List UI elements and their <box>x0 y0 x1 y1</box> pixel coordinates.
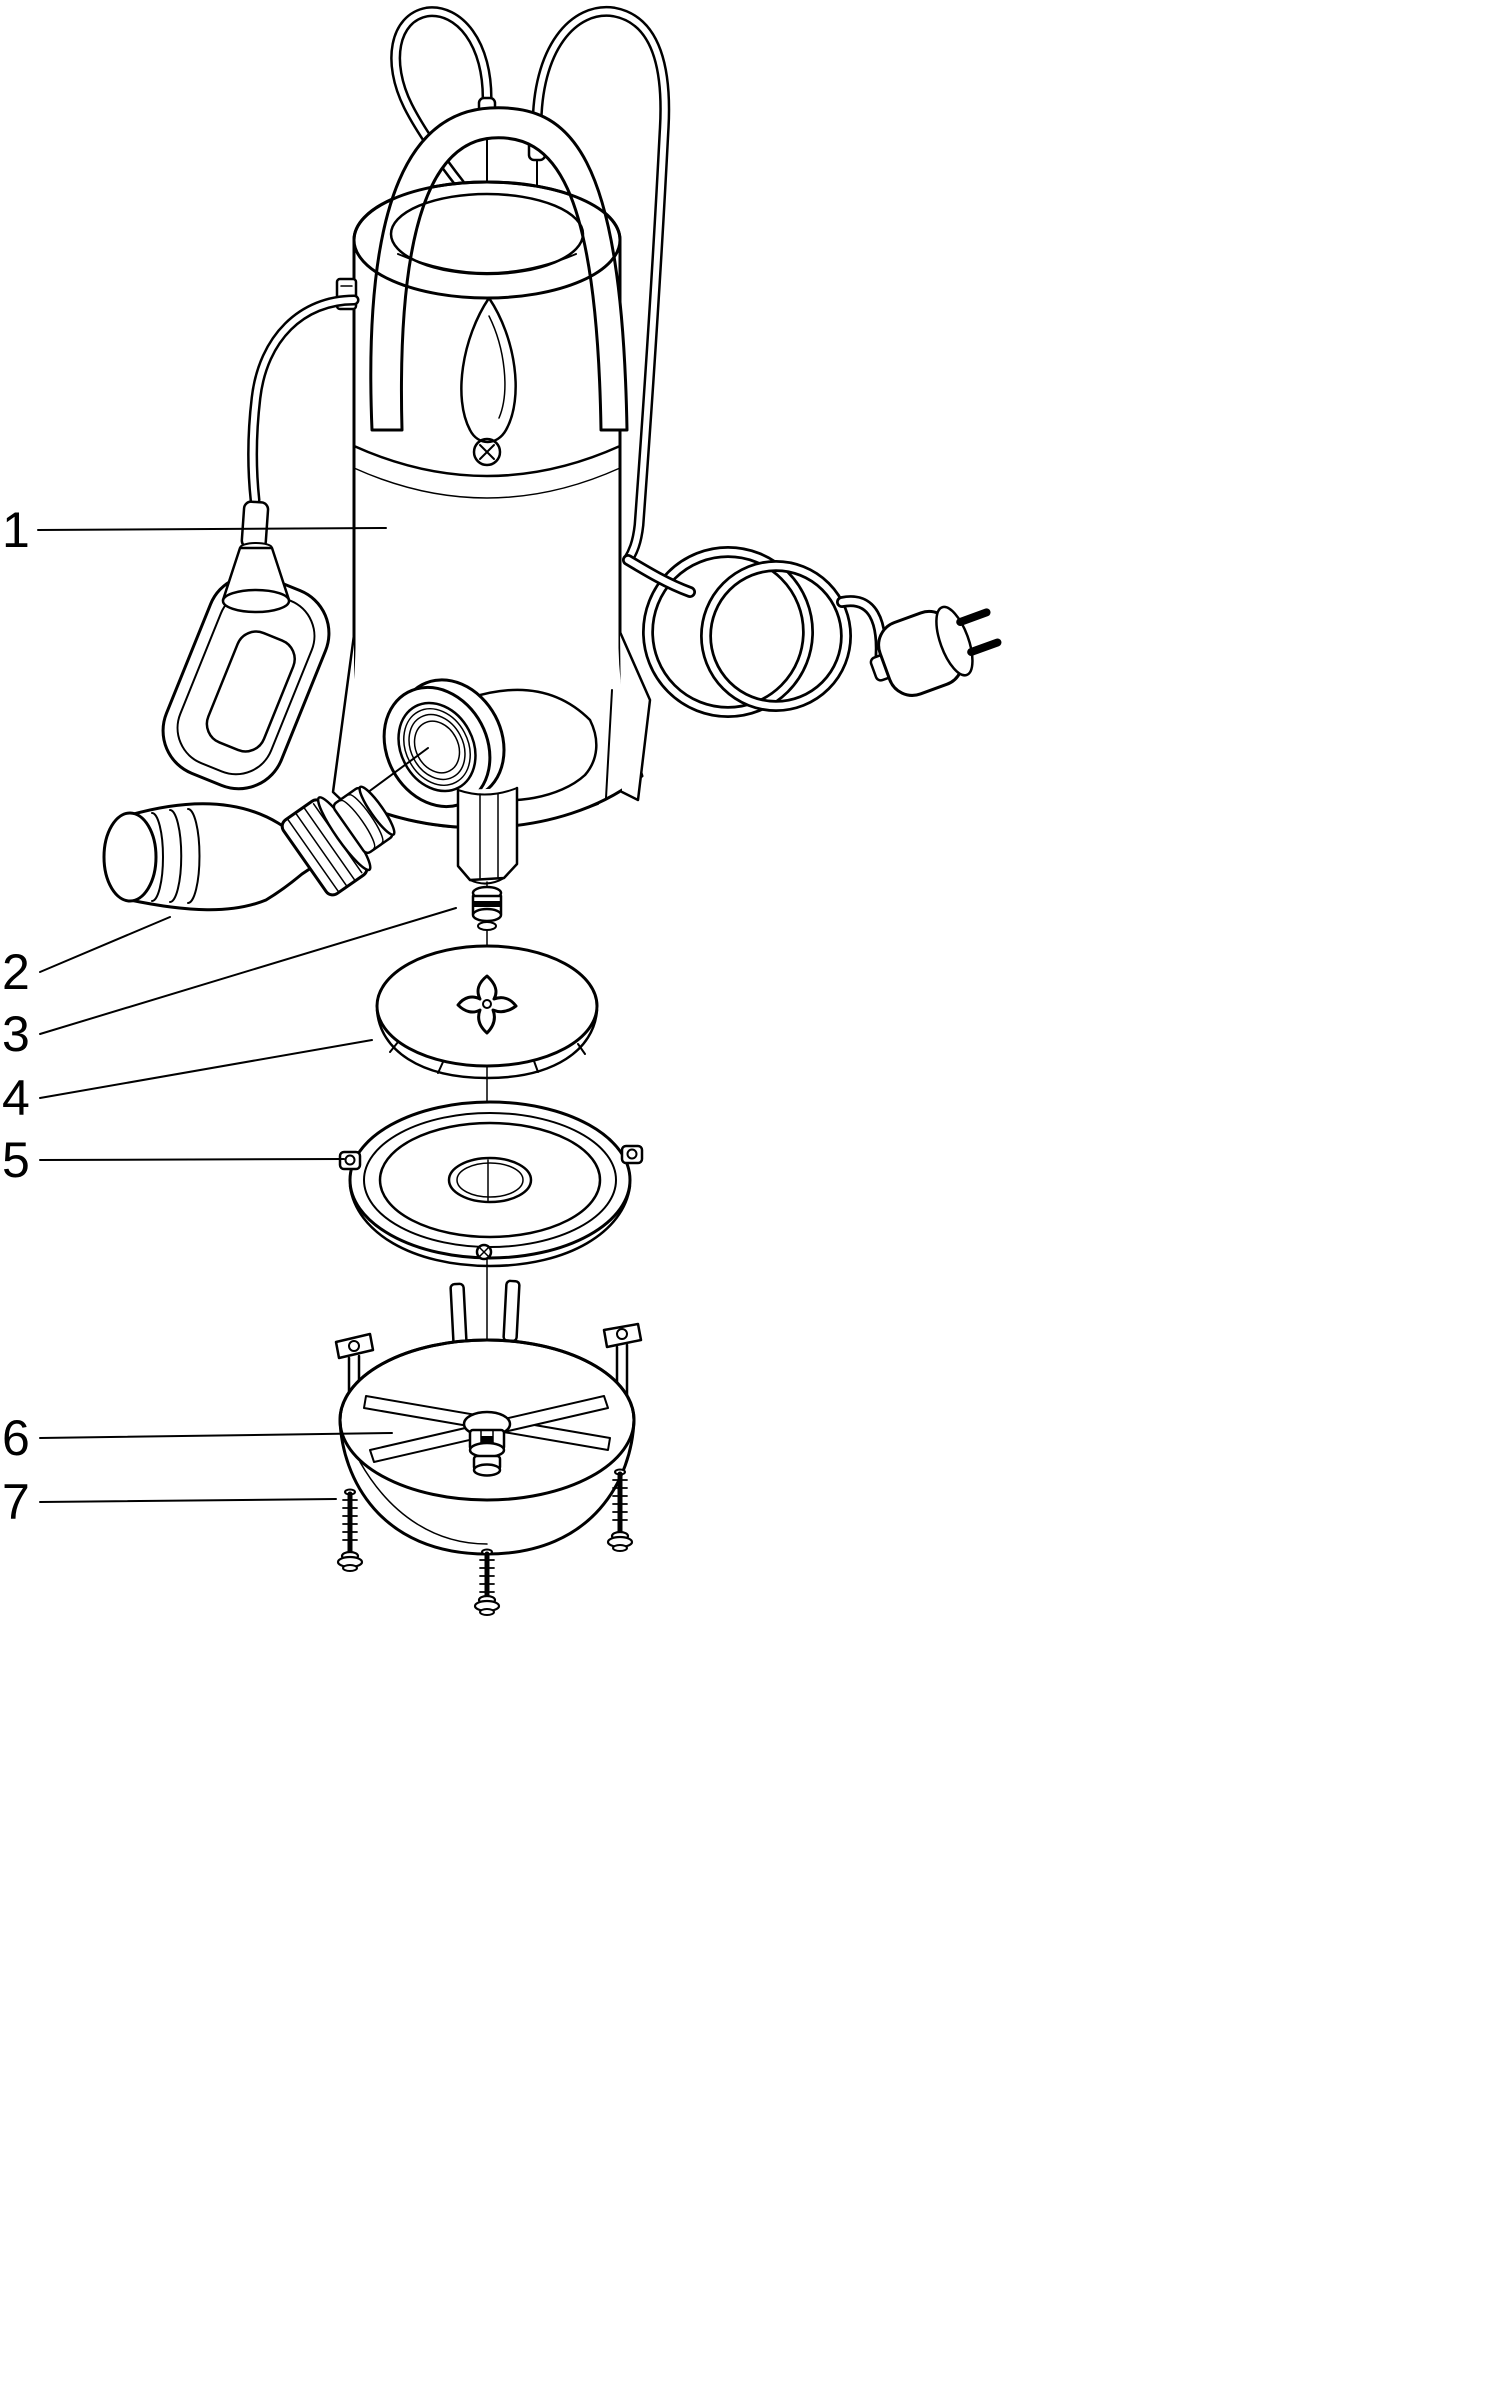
outlet-group <box>351 678 598 885</box>
right-fin <box>618 630 652 802</box>
elbow-connector-group <box>102 785 396 912</box>
callout-number-4: 4 <box>2 1070 30 1126</box>
screw <box>473 1548 501 1616</box>
base-slot-tab <box>502 1279 521 1343</box>
pump-body-group <box>331 106 652 830</box>
carry-handle <box>369 106 629 432</box>
power-plug <box>869 605 1002 697</box>
elbow-union-nut <box>280 785 396 897</box>
callout-number-6: 6 <box>2 1410 30 1466</box>
leader-lines <box>37 527 457 1503</box>
diffuser-ring-group <box>338 1100 644 1268</box>
outlet-hex-adapter <box>456 786 519 882</box>
ring-ear-left <box>338 1150 362 1171</box>
leader-1 <box>37 527 387 531</box>
base-ear-right <box>602 1322 643 1349</box>
seal-stack-group <box>471 885 503 931</box>
base-ear-left <box>334 1332 375 1360</box>
ring-ear-right <box>620 1144 644 1165</box>
plug-pin <box>967 638 1002 657</box>
callout-number-1: 1 <box>2 502 30 558</box>
left-fin <box>331 633 356 814</box>
leader-3 <box>39 907 457 1035</box>
base-slot-tab <box>449 1282 468 1346</box>
float-switch-group <box>161 294 360 791</box>
leader-4 <box>39 1039 373 1099</box>
power-cord-group <box>622 546 1002 718</box>
plug-pin <box>956 608 991 626</box>
cable-gland <box>240 500 270 550</box>
screw <box>606 1468 634 1552</box>
callout-number-2: 2 <box>2 944 30 1000</box>
leader-6 <box>39 1432 393 1439</box>
callout-number-3: 3 <box>2 1006 30 1062</box>
screws-group <box>336 1468 634 1616</box>
impeller-group <box>375 944 599 1080</box>
leader-5 <box>39 1158 345 1161</box>
base-group <box>334 1279 643 1556</box>
leader-2 <box>39 916 171 973</box>
callout-number-5: 5 <box>2 1132 30 1188</box>
callout-number-7: 7 <box>2 1474 30 1530</box>
leader-7 <box>39 1498 337 1503</box>
screw <box>336 1488 364 1572</box>
float-body <box>161 573 331 791</box>
